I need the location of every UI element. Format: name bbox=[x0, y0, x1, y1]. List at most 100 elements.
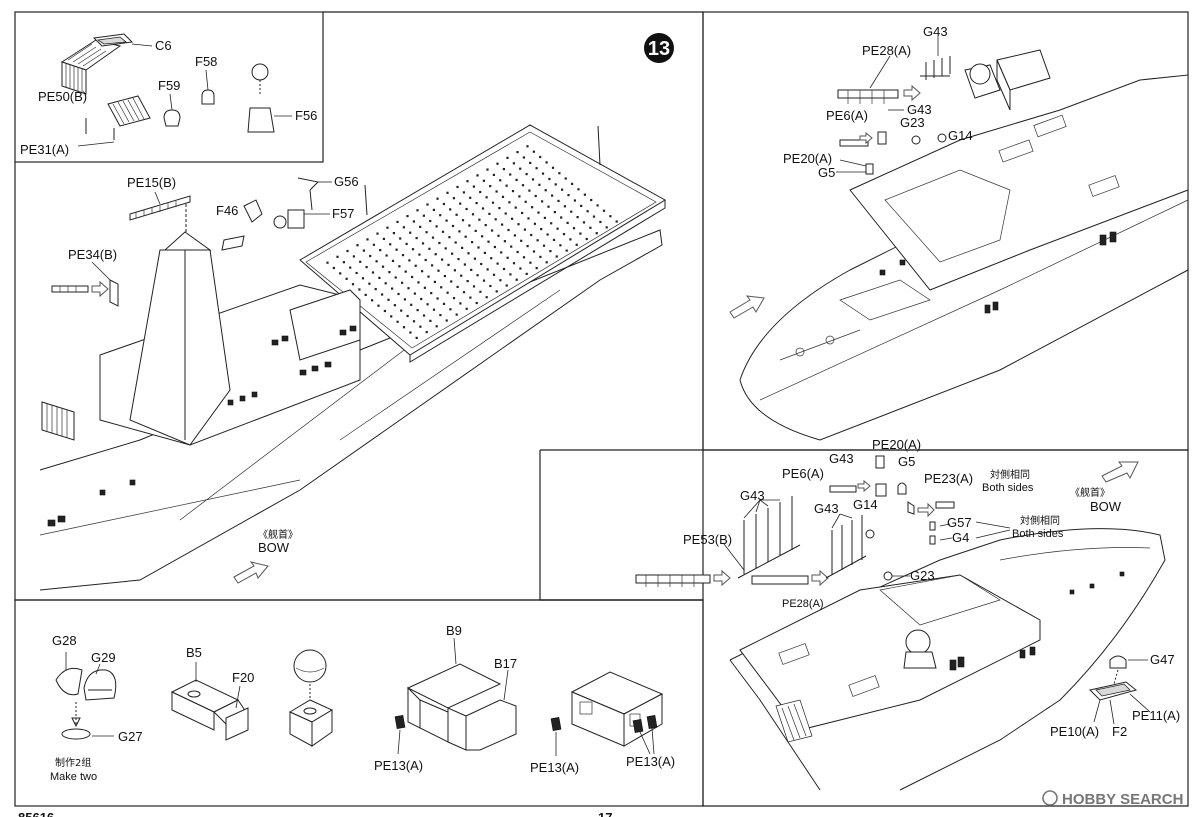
deck-dot bbox=[479, 190, 482, 194]
deck-dot bbox=[502, 168, 505, 171]
deck-dot bbox=[495, 190, 498, 193]
deck-dot bbox=[391, 287, 394, 290]
deck-dot bbox=[385, 254, 388, 257]
deck-dot bbox=[460, 274, 463, 277]
deck-dot bbox=[550, 222, 553, 225]
deck-dot bbox=[469, 296, 472, 299]
deck-dot bbox=[569, 238, 572, 241]
arrow-icon bbox=[857, 479, 871, 493]
deck-dot bbox=[516, 250, 519, 254]
deck-dot bbox=[482, 179, 485, 182]
deck-dot bbox=[528, 189, 531, 192]
deck-dot bbox=[379, 249, 382, 252]
deck-dot bbox=[410, 303, 413, 306]
deck-dot bbox=[525, 173, 528, 176]
label-pe15b: PE15(B) bbox=[127, 175, 176, 190]
deck-dot bbox=[461, 219, 465, 222]
label-b5: B5 bbox=[186, 645, 202, 660]
deck-dot bbox=[461, 246, 464, 249]
deck-dot bbox=[442, 302, 446, 305]
f46-part bbox=[221, 199, 263, 251]
deck-dot bbox=[529, 161, 532, 164]
label-g14-top: G14 bbox=[948, 128, 973, 143]
deck-dot bbox=[557, 199, 560, 202]
subassembly-b9-b17 bbox=[394, 637, 517, 755]
deck-dot bbox=[535, 267, 538, 270]
deck-dot bbox=[475, 301, 478, 305]
ship-deck-view bbox=[635, 455, 1166, 791]
deck-dot bbox=[368, 282, 371, 285]
deck-dot bbox=[539, 255, 542, 258]
deck-dot bbox=[366, 238, 369, 241]
deck-dot bbox=[378, 276, 381, 279]
deck-dot bbox=[558, 172, 561, 175]
label-b17: B17 bbox=[494, 656, 517, 671]
deck-dot bbox=[352, 255, 355, 258]
deck-dot bbox=[471, 241, 474, 244]
deck-dot bbox=[535, 167, 538, 170]
c6-tray bbox=[92, 33, 153, 47]
pe28a-rail bbox=[837, 55, 921, 104]
deck-dot bbox=[419, 225, 422, 228]
deck-dot bbox=[349, 266, 352, 269]
pe53b-rail bbox=[635, 543, 745, 587]
bow-label-en-br: BOW bbox=[1090, 499, 1122, 514]
deck-dot bbox=[465, 207, 468, 211]
deck-dot bbox=[503, 240, 506, 243]
deck-dot bbox=[576, 216, 579, 219]
deck-dot bbox=[552, 238, 556, 241]
deck-dot bbox=[459, 302, 462, 305]
g14-part-2 bbox=[865, 529, 875, 539]
deck-dot bbox=[480, 262, 483, 266]
deck-dot bbox=[456, 285, 459, 288]
label-f59: F59 bbox=[158, 78, 180, 93]
deck-dot bbox=[427, 275, 430, 278]
label-pe50b: PE50(B) bbox=[38, 89, 87, 104]
deck-dot bbox=[394, 276, 397, 279]
label-c6: C6 bbox=[155, 38, 172, 53]
frame-bottom bbox=[14, 599, 704, 807]
g43-part bbox=[875, 455, 885, 469]
g43-small bbox=[877, 131, 887, 145]
deck-dot bbox=[585, 237, 588, 241]
deck-dot bbox=[436, 197, 439, 200]
deck-dot bbox=[547, 205, 550, 208]
deck-tie-down-dots bbox=[326, 145, 618, 339]
deck-dot bbox=[376, 232, 379, 235]
deck-dot bbox=[472, 285, 476, 288]
deck-dot bbox=[522, 156, 525, 159]
label-g43b-top: G43 bbox=[907, 102, 932, 117]
pe6a-part-2 bbox=[829, 479, 887, 497]
pe23a-part bbox=[907, 501, 955, 518]
deck-dot bbox=[431, 236, 435, 239]
g4-part bbox=[929, 535, 936, 545]
deck-dot bbox=[419, 325, 422, 328]
deck-dot bbox=[560, 216, 563, 219]
deck-dot bbox=[570, 210, 573, 213]
deck-dot bbox=[508, 201, 511, 204]
deck-dot bbox=[537, 211, 540, 214]
deck-dot bbox=[529, 261, 532, 264]
label-g4-br: G4 bbox=[952, 530, 969, 545]
deck-dot bbox=[505, 184, 508, 187]
deck-dot bbox=[516, 151, 519, 154]
f57-part bbox=[273, 209, 330, 229]
g47-assembly bbox=[1089, 655, 1151, 725]
deck-dot bbox=[478, 218, 481, 221]
deck-dot bbox=[411, 248, 415, 251]
panel-frames bbox=[14, 11, 1189, 807]
deck-dot bbox=[452, 297, 456, 300]
deck-dot bbox=[551, 166, 555, 169]
deck-dot bbox=[426, 203, 429, 206]
deck-dot bbox=[559, 244, 562, 247]
deck-dot bbox=[538, 183, 541, 186]
label-pe13a-1: PE13(A) bbox=[374, 758, 423, 773]
arrow-icon bbox=[713, 569, 731, 587]
label-g29: G29 bbox=[91, 650, 116, 665]
deck-dot bbox=[421, 242, 425, 245]
deck-dot bbox=[467, 252, 470, 255]
page-number: 17 bbox=[598, 810, 612, 817]
deck-dot bbox=[572, 227, 576, 230]
deck-dot bbox=[506, 256, 509, 259]
label-g56: G56 bbox=[334, 174, 359, 189]
